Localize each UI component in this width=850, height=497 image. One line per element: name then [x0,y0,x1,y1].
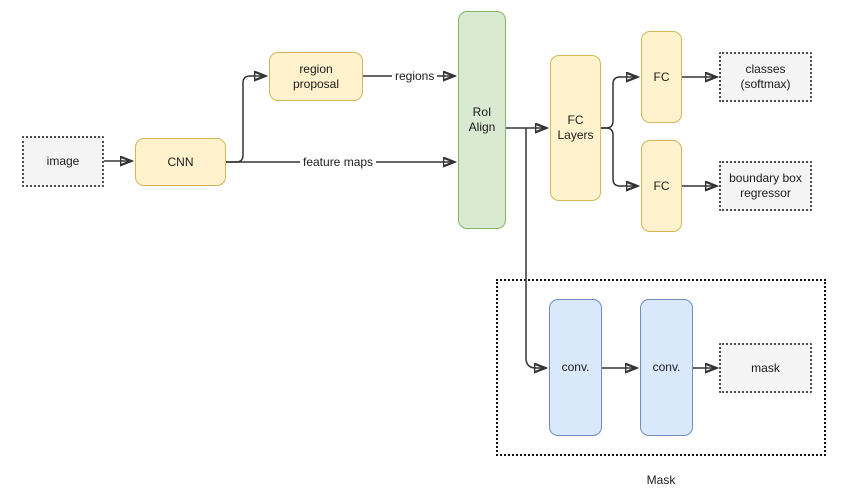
edge-roi-align-to-conv1 [525,128,545,368]
edge-label-regions: regions [392,69,438,83]
node-region-proposal[interactable]: region proposal [269,52,363,101]
node-fc-bottom[interactable]: FC [641,140,682,232]
edge-cnn-to-region-proposal [226,76,265,163]
node-classes[interactable]: classes (softmax) [719,52,812,102]
edge-fc-layers-to-fc-top [601,77,637,129]
node-boundary-box-regressor[interactable]: boundary box regressor [719,161,812,211]
node-mask[interactable]: mask [719,343,812,393]
node-image[interactable]: image [22,136,104,187]
edge-fc-layers-to-fc-bottom [601,127,637,186]
node-fc-layers[interactable]: FC Layers [550,55,601,201]
node-conv-2[interactable]: conv. [640,299,693,436]
node-roi-align[interactable]: RoI Align [458,11,506,229]
node-conv-1[interactable]: conv. [549,299,602,436]
mask-group-label: Mask [646,473,676,487]
node-fc-top[interactable]: FC [641,31,682,123]
node-cnn[interactable]: CNN [135,138,226,186]
mask-group-container [496,279,826,456]
edge-label-feature-maps: feature maps [300,155,377,169]
